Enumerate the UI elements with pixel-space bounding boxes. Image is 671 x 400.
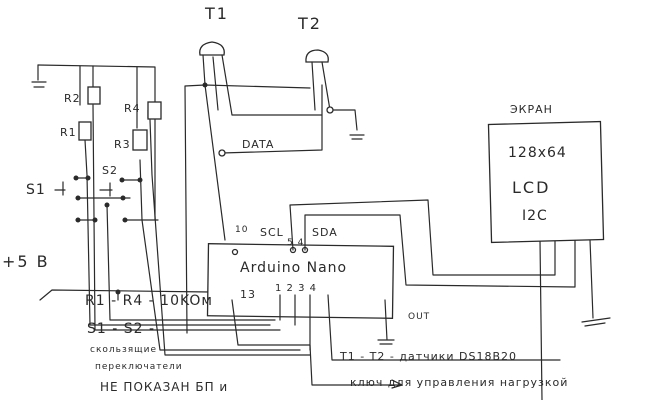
wire-r2: [79, 65, 281, 331]
resistor-r3: [132, 129, 148, 151]
label-pin10: 10: [235, 225, 249, 235]
label-pin13: 13: [240, 288, 256, 301]
note-sensors: T1 - T2 - датчики DS18B20: [340, 350, 518, 363]
wire-pins-1-4: [279, 294, 561, 361]
resistor-r2: [87, 86, 101, 105]
switch-s1: [54, 175, 131, 223]
ground-node-t: [326, 106, 334, 114]
wire-arduino-gnd: [377, 299, 395, 345]
screen-heading: ЭКРАН: [510, 103, 553, 116]
label-out: OUT: [408, 312, 431, 322]
wire-top-rail: [37, 64, 156, 221]
sensor-t2: [305, 49, 365, 140]
screen-resolution: 128x64: [508, 145, 567, 161]
note-not-shown: НЕ ПОКАЗАН БП и: [100, 380, 229, 394]
wire-sda: [304, 214, 576, 288]
wire-r3: [149, 119, 311, 356]
note-resistors: R1 - R4 - 10KOм: [85, 293, 213, 309]
switch-s2: [99, 177, 276, 321]
label-r2: R2: [64, 92, 81, 105]
screen-type: LCD: [512, 178, 551, 197]
label-data: DATA: [242, 138, 275, 151]
note-key: ключ для управления нагрузкой: [350, 376, 569, 389]
ground-symbol-left: [31, 64, 47, 88]
label-s1: S1: [26, 182, 46, 198]
label-s2: S2: [102, 164, 118, 177]
wire-lcd-pins: [539, 239, 611, 400]
label-pins-1-4: 1 2 3 4: [275, 283, 317, 294]
resistor-r1: [78, 121, 92, 141]
label-sda: SDA: [312, 226, 338, 239]
label-r1: R1: [60, 126, 77, 139]
label-pins-5-4: 5 4: [287, 238, 305, 248]
arduino-nano-board: [206, 243, 395, 319]
resistor-r4: [147, 101, 162, 120]
label-r4: R4: [124, 102, 141, 115]
arduino-title: Arduino Nano: [240, 260, 348, 276]
wire-r1: [84, 139, 271, 326]
label-t1: T1: [205, 4, 229, 23]
note-switches: S1 - S2 -: [87, 321, 156, 337]
note-switches-desc1: скользящие: [90, 345, 158, 355]
screen-interface: I2C: [522, 208, 548, 224]
lcd-screen-box: [487, 120, 605, 244]
sensor-t1: [199, 41, 323, 241]
label-t2: T2: [298, 14, 322, 33]
label-scl: SCL: [260, 226, 284, 239]
label-r3: R3: [114, 138, 131, 151]
label-5v: +5 B: [2, 252, 50, 271]
wire-scl: [289, 199, 556, 276]
wire-data: [221, 114, 323, 154]
note-switches-desc2: переключатели: [95, 362, 183, 372]
data-node: [218, 149, 226, 157]
